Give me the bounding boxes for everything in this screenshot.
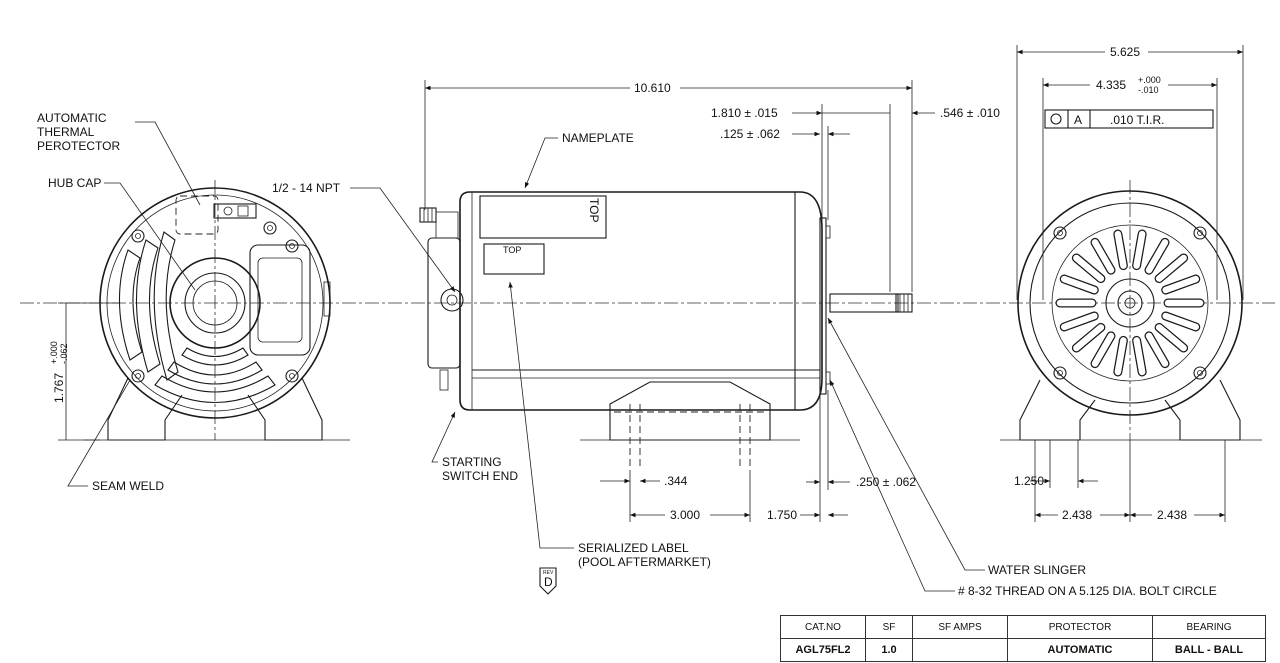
spec-bearing: BALL - BALL <box>1152 638 1266 662</box>
side-view: TOP TOP <box>419 191 913 470</box>
nameplate-label: NAMEPLATE <box>562 131 634 145</box>
thermal-protector-label-3: PEROTECTOR <box>37 139 120 153</box>
dim-pilot: 4.335 <box>1096 78 1126 92</box>
vent-slot-inner <box>1155 254 1187 282</box>
vent-slot-inner <box>1091 239 1115 274</box>
dim-shaft-height: 1.767 <box>52 373 66 403</box>
spec-header-sf: SF <box>865 615 913 639</box>
spec-header-protector: PROTECTOR <box>1007 615 1153 639</box>
dim-shaft-length: 1.810 ± .015 <box>711 106 778 120</box>
rev-top-text: REV <box>543 570 554 576</box>
vent-slot-inner <box>1155 324 1187 352</box>
rev-letter: D <box>544 575 553 589</box>
tir-value: .010 T.I.R. <box>1110 113 1164 127</box>
spec-table: CAT.NO SF SF AMPS PROTECTOR BEARING AGL7… <box>780 615 1266 662</box>
thermal-protector-label-2: THERMAL <box>37 125 95 139</box>
serialized-label-2: (POOL AFTERMARKET) <box>578 555 711 569</box>
npt-label: 1/2 - 14 NPT <box>272 181 341 195</box>
vent-slot-inner <box>1060 275 1098 294</box>
spec-table-row: AGL75FL2 1.0 AUTOMATIC BALL - BALL <box>780 638 1266 662</box>
left-annotations: AUTOMATIC THERMAL PEROTECTOR HUB CAP 1/2… <box>37 111 456 493</box>
dim-slot-width: 1.250 <box>1014 474 1044 488</box>
seam-weld-label: SEAM WELD <box>92 479 164 493</box>
dim-shaft-end: .546 ± .010 <box>940 106 1000 120</box>
thermal-protector-label-1: AUTOMATIC <box>37 111 107 125</box>
vent-slot-inner <box>1162 312 1200 331</box>
dim-pilot-tol-upper: +.000 <box>1138 75 1161 85</box>
spec-header-sf-amps: SF AMPS <box>912 615 1008 639</box>
dim-base-spacing: 3.000 <box>670 508 700 522</box>
end-view-switch <box>84 180 350 441</box>
dim-flange: .125 ± .062 <box>720 127 780 141</box>
end-view-shaft <box>1000 180 1262 441</box>
vent-slot-inner <box>1133 337 1146 376</box>
bolt-circle-label: # 8-32 THREAD ON A 5.125 DIA. BOLT CIRCL… <box>958 584 1217 598</box>
starting-switch-label-2: SWITCH END <box>442 469 518 483</box>
serialized-label-top-text: TOP <box>503 245 521 255</box>
water-slinger-label: WATER SLINGER <box>988 563 1086 577</box>
dim-width: 5.625 <box>1110 45 1140 59</box>
serialized-label-1: SERIALIZED LABEL <box>578 541 689 555</box>
spec-sf: 1.0 <box>865 638 913 662</box>
vent-slot-inner <box>1073 254 1105 282</box>
vent-slot-inner <box>1145 239 1169 274</box>
dim-slot: .344 <box>664 474 688 488</box>
dim-base-to-face: 1.750 <box>767 508 797 522</box>
vent-slot-inner <box>1114 230 1127 269</box>
dim-overall-length: 10.610 <box>634 81 671 95</box>
vent-slot-inner <box>1162 275 1200 294</box>
side-view-dimensions: 10.610 1.810 ± .015 .125 ± .062 .546 ± .… <box>424 80 1217 598</box>
dim-pilot-tol-lower: -.010 <box>1138 85 1159 95</box>
hub-cap-label: HUB CAP <box>48 176 101 190</box>
vent-slot-inner <box>1133 230 1146 269</box>
right-view-dimensions: 5.625 4.335 +.000 -.010 A .010 T.I.R. 1.… <box>1014 45 1244 522</box>
vent-slot-inner <box>1073 324 1105 352</box>
starting-switch-label-1: STARTING <box>442 455 502 469</box>
spec-header-bearing: BEARING <box>1152 615 1266 639</box>
vent-slot-inner <box>1145 332 1169 367</box>
spec-sf-amps <box>912 638 1008 662</box>
dim-shaft-height-tol-upper: +.000 <box>49 341 59 364</box>
dim-slinger-gap: .250 ± .062 <box>856 475 916 489</box>
spec-protector: AUTOMATIC <box>1007 638 1153 662</box>
dim-half-width-left: 2.438 <box>1062 508 1092 522</box>
vent-slot-inner <box>1091 332 1115 367</box>
tir-datum: A <box>1074 113 1082 127</box>
vent-slot-inner <box>1114 337 1127 376</box>
vent-slot-inner <box>1060 312 1098 331</box>
dim-half-width-right: 2.438 <box>1157 508 1187 522</box>
spec-cat-no: AGL75FL2 <box>780 638 866 662</box>
nameplate-top-text: TOP <box>587 198 601 222</box>
dim-shaft-height-tol-lower: -.062 <box>59 343 69 364</box>
spec-header-cat: CAT.NO <box>780 615 866 639</box>
spec-table-header: CAT.NO SF SF AMPS PROTECTOR BEARING <box>780 615 1266 639</box>
